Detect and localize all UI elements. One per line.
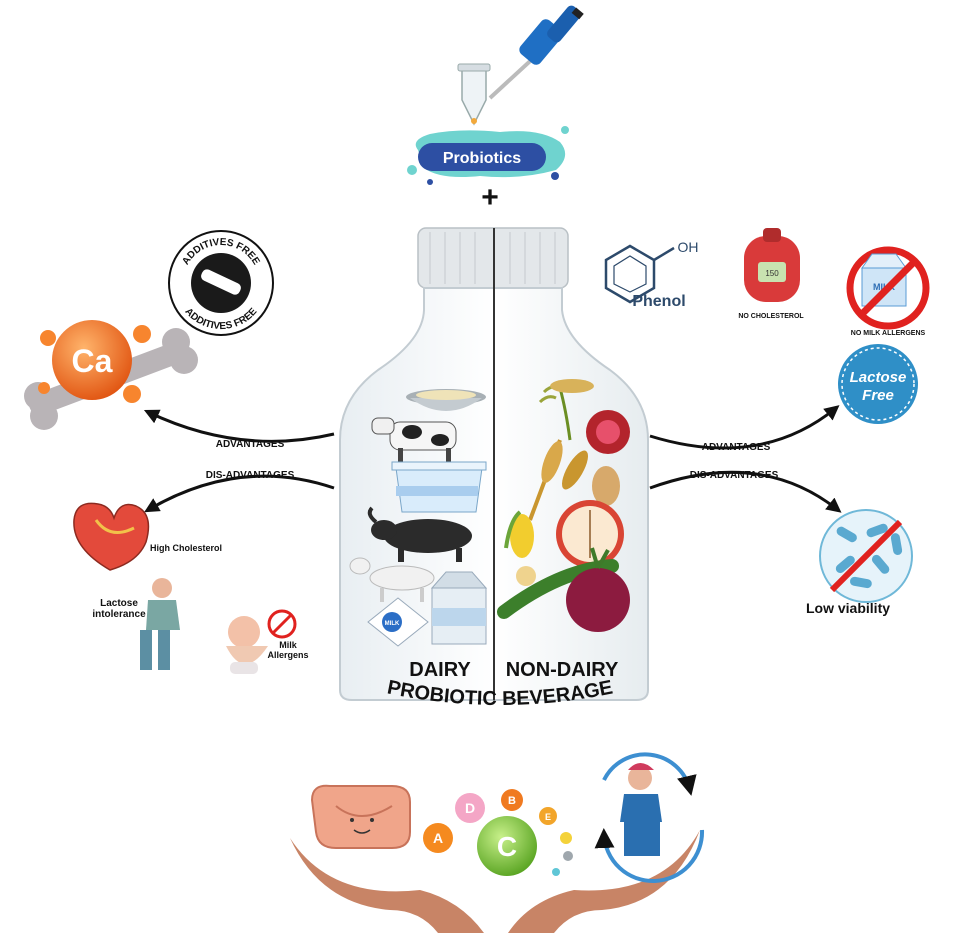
gut-icon xyxy=(310,784,411,849)
probiotics-splash: Probiotics xyxy=(407,126,569,185)
vitamin-c-icon: C xyxy=(477,816,537,876)
lactose-text: Lactose xyxy=(850,369,907,386)
nondairy-advantages-arrow xyxy=(649,405,840,450)
vitamin-dot xyxy=(552,868,560,876)
calcium-bone-icon: Ca xyxy=(24,320,198,430)
calcium-symbol: Ca xyxy=(72,343,113,379)
milk-allergens-label: Milk Allergens xyxy=(267,640,309,660)
probiotics-label: Probiotics xyxy=(443,150,521,167)
corn-icon xyxy=(504,510,534,558)
low-viability-icon xyxy=(819,509,913,603)
svg-text:A: A xyxy=(433,830,443,846)
pomegranate-icon xyxy=(586,410,630,454)
high-cholesterol-label: High Cholesterol xyxy=(150,543,223,553)
micropipette-icon xyxy=(488,5,584,100)
lactose-intolerant-person-icon xyxy=(140,578,180,670)
svg-text:D: D xyxy=(465,800,475,816)
yogurt-cup-icon xyxy=(391,461,487,513)
lactose-intolerance-label: Lactose intolerance xyxy=(92,598,146,620)
dairy-advantages-arrow xyxy=(143,409,335,443)
buffalo-icon xyxy=(367,506,472,562)
wheat-icon xyxy=(528,439,588,521)
plus-sign: + xyxy=(481,181,499,214)
milk-pack-label: MILK xyxy=(385,621,400,627)
vitamin-d-icon: D xyxy=(455,793,485,823)
phenol-structure-icon xyxy=(604,244,675,304)
meter-reading: 150 xyxy=(765,269,779,278)
dairy-advantages-label: ADVANTAGES xyxy=(216,439,285,450)
svg-text:E: E xyxy=(545,812,551,822)
potato-icon xyxy=(592,466,620,506)
vitamin-dot xyxy=(560,832,572,844)
svg-text:B: B xyxy=(508,795,516,807)
milk-pack-icon: MILK xyxy=(367,597,429,647)
dairy-disadvantages-arrow xyxy=(144,474,335,513)
nondairy-disadvantages-arrow xyxy=(649,470,842,513)
free-text: Free xyxy=(862,387,894,404)
no-milk-allergens-label: NO MILK ALLERGENS xyxy=(851,330,926,337)
cow-icon xyxy=(371,417,457,462)
heart-icon xyxy=(73,502,150,571)
grain-icon xyxy=(538,379,594,441)
phenol-label: Phenol xyxy=(632,293,685,310)
apple-icon xyxy=(556,500,624,568)
lactose-free-badge: Lactose Free xyxy=(838,344,918,424)
low-viability-label: Low viability xyxy=(806,600,891,616)
chickpea-icon xyxy=(516,566,536,586)
fit-woman-icon xyxy=(594,752,705,884)
cucumber-icon xyxy=(497,559,619,619)
vitamin-e-icon: E xyxy=(539,807,557,825)
goat-icon xyxy=(349,557,435,602)
test-tube-icon xyxy=(457,63,491,126)
vitamin-b-icon: B xyxy=(501,789,523,811)
nondairy-disadvantages-label: DIS-ADVANTAGES xyxy=(690,470,779,481)
non-dairy-label: NON-DAIRY xyxy=(506,659,619,681)
no-milk-icon: MILK xyxy=(846,246,930,330)
dairy-disadvantages-label: DIS-ADVANTAGES xyxy=(206,470,295,481)
milk-carton-icon xyxy=(430,571,488,645)
additives-free-badge: ADDITIVES FREE ADDITIVES FREE xyxy=(168,230,274,336)
cheese-bowl-icon xyxy=(406,389,486,411)
phenol-oh-label: OH xyxy=(678,239,699,255)
svg-text:C: C xyxy=(497,831,517,862)
baby-allergy-icon xyxy=(226,609,297,674)
vitamin-dot xyxy=(563,851,573,861)
beetroot-icon xyxy=(566,547,630,632)
cholesterol-meter-icon: 150 xyxy=(744,228,800,302)
hands-icon xyxy=(290,830,700,933)
vitamin-a-icon: A xyxy=(423,823,453,853)
dairy-label: DAIRY xyxy=(409,659,471,681)
nondairy-advantages-label: ADVANTAGES xyxy=(702,442,771,453)
no-cholesterol-label: NO CHOLESTEROL xyxy=(738,313,804,320)
